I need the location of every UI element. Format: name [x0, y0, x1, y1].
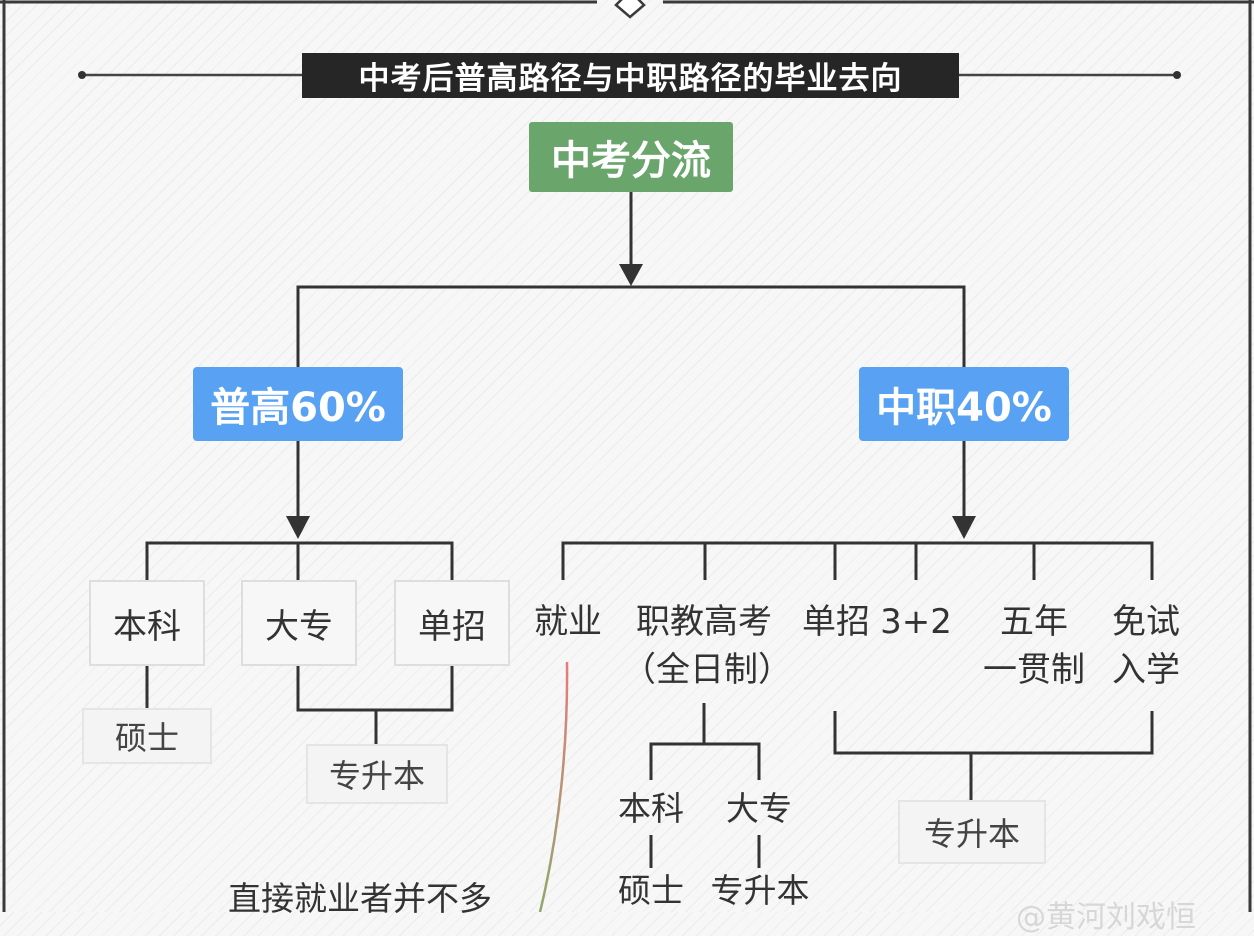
vocational-five-year-line1: 五年 — [1000, 602, 1068, 642]
general-upgrade-bachelor: 专升本 — [306, 744, 448, 804]
vocational-exam-outcome-college: 大专 — [726, 789, 792, 828]
arrowheads — [286, 264, 976, 539]
branch-general-high-school: 普高60% — [193, 367, 403, 441]
general-outcome-single-recruit: 单招 — [394, 580, 510, 666]
root-node-zhongkao: 中考分流 — [529, 122, 733, 192]
vocational-exam-upgrade-bachelor: 专升本 — [710, 871, 810, 910]
watermark: @黄河刘戏恒 — [1016, 900, 1196, 935]
vocational-outcome-single-recruit: 单招 — [802, 602, 870, 642]
annotation-direct-employment: 直接就业者并不多 — [228, 879, 492, 918]
branch-vocational-school: 中职40% — [859, 367, 1069, 441]
connector-layer — [0, 0, 1254, 912]
title-rule — [78, 71, 1181, 79]
vocational-five-year-line2: 一贯制 — [983, 650, 1085, 690]
vocational-exempt-line1: 免试 — [1112, 602, 1180, 642]
vocational-outcome-employment: 就业 — [534, 602, 602, 642]
vocational-exempt-line2: 入学 — [1112, 650, 1180, 690]
general-outcome-bachelor: 本科 — [89, 580, 205, 666]
tree-lines — [145, 192, 1154, 868]
vocational-exam-outcome-bachelor: 本科 — [618, 789, 684, 828]
diagram-title: 中考后普高路径与中职路径的毕业去向 — [302, 53, 959, 98]
vocational-upgrade-bachelor: 专升本 — [898, 800, 1046, 864]
annotation-pointer-line — [538, 661, 569, 912]
vocational-exam-line2: （全日制） — [622, 650, 792, 690]
vocational-exam-line1: 职教高考 — [636, 602, 772, 642]
general-outcome-college: 大专 — [241, 580, 357, 666]
vocational-exam-postgrad-master: 硕士 — [618, 871, 684, 910]
frame-lines — [0, 0, 1254, 912]
vocational-outcome-three-plus-two: 3+2 — [880, 602, 952, 642]
general-postgrad-master: 硕士 — [82, 708, 212, 764]
